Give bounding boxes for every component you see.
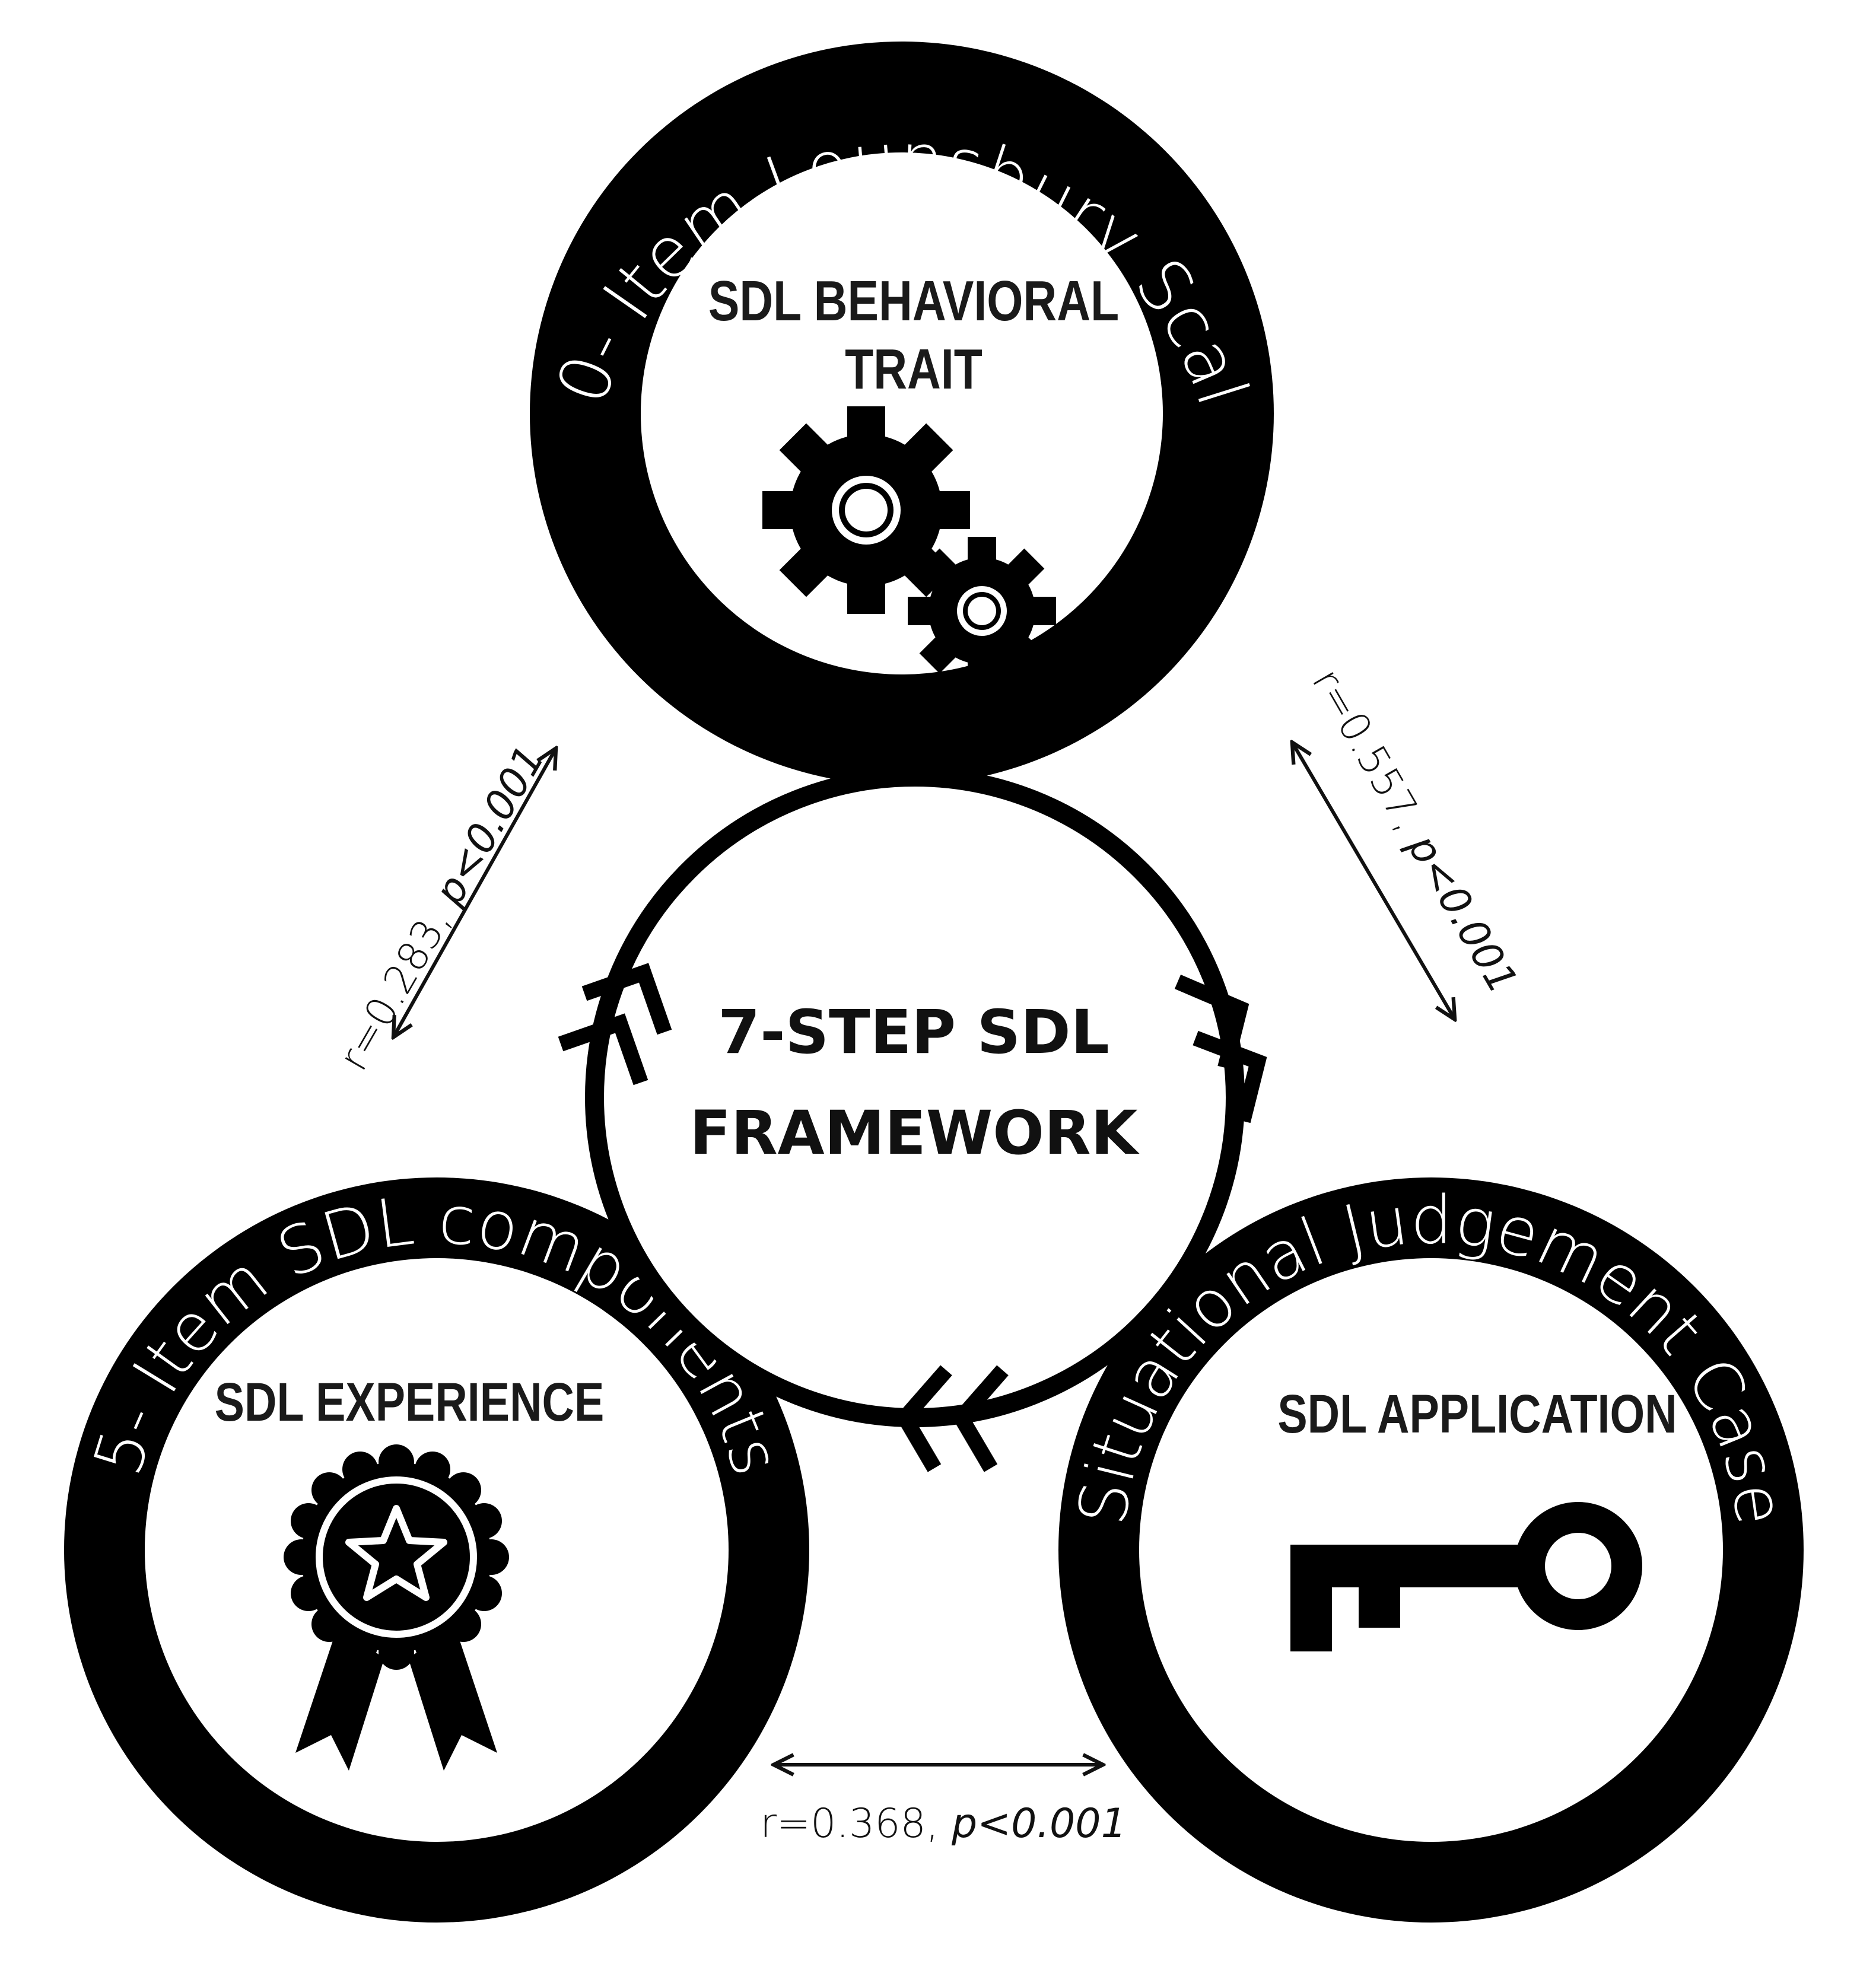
gears-icon [762,406,1056,685]
top-title-line2: TRAIT [845,338,982,401]
left-top-correlation-arrow [395,750,555,1035]
top-ring [530,42,1274,785]
cycle-chevron-bottom-icon [895,1365,1009,1472]
center-title-line2: FRAMEWORK [689,1098,1140,1169]
cycle-chevron-right-icon [1174,975,1267,1123]
top-title-line1: SDL BEHAVIORAL [708,269,1119,333]
left-title: SDL EXPERIENCE [215,1371,605,1433]
award-badge-icon [284,1444,509,1771]
cycle-chevron-left-icon [558,963,672,1086]
center-circle [585,768,1245,1427]
right-title: SDL APPLICATION [1277,1383,1677,1444]
key-icon [1290,1502,1642,1651]
left-right-correlation-label: r=0.368, p<0.001 [760,1800,1127,1847]
left-top-correlation-label: r=0.283, p<0.001 [330,738,554,1078]
center-title-line1: 7-STEP SDL [718,997,1109,1068]
top-right-correlation-arrow [1293,744,1454,1017]
